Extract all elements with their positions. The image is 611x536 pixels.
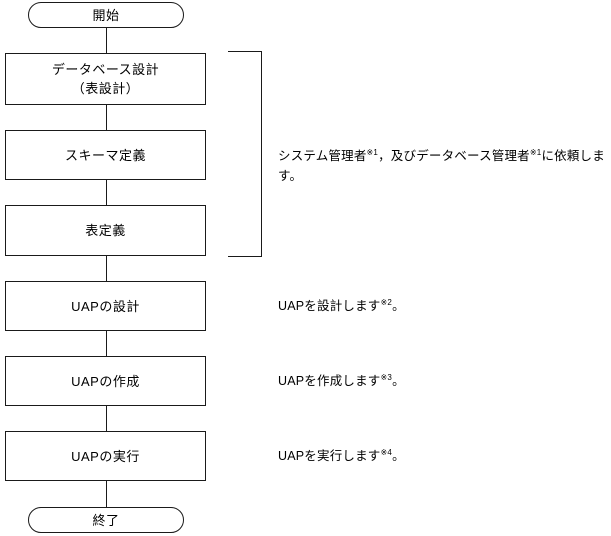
annotation-admin-note-ref-1: ※1 — [366, 147, 379, 157]
group-bracket-bottom-arm — [228, 256, 261, 257]
node-end-label-0: 終了 — [92, 512, 120, 528]
connector-db-design-to-schema-def — [106, 104, 107, 132]
annotation-uap-execute-note: UAPを実行します※4。 — [278, 446, 405, 466]
node-uap-design-label-0: UAPの設計 — [71, 298, 140, 314]
connector-schema-def-to-table-def — [106, 179, 107, 207]
node-uap-create: UAPの作成 — [5, 356, 206, 406]
node-db-design: データベース設計 （表設計） — [5, 53, 206, 105]
annotation-uap-design-note-text-2: 。 — [392, 299, 405, 313]
connector-uap-execute-to-end — [106, 480, 107, 509]
node-db-design-label-1: （表設計） — [71, 81, 140, 96]
annotation-uap-design-note-ref-1: ※2 — [380, 297, 393, 307]
node-start: 開始 — [28, 2, 184, 28]
node-uap-create-label-0: UAPの作成 — [71, 373, 140, 389]
node-uap-execute-label-0: UAPの実行 — [71, 448, 140, 464]
node-schema-def: スキーマ定義 — [5, 130, 206, 180]
annotation-admin-note-text-4: に依頼します。 — [278, 149, 605, 183]
annotation-uap-create-note-ref-1: ※3 — [380, 372, 393, 382]
connector-start-to-db-design — [106, 26, 107, 55]
annotation-uap-create-note: UAPを作成します※3。 — [278, 371, 405, 391]
annotation-uap-design-note: UAPを設計します※2。 — [278, 296, 405, 316]
node-schema-def-label-0: スキーマ定義 — [64, 147, 146, 163]
connector-table-def-to-uap-design — [106, 255, 107, 283]
annotation-uap-execute-note-text-0: UAPを実行します — [278, 449, 381, 463]
node-end: 終了 — [28, 507, 184, 533]
group-bracket-top-arm — [228, 51, 261, 52]
group-bracket-spine — [261, 51, 262, 257]
annotation-admin-note: システム管理者※1，及びデータベース管理者※1に依頼します。 — [278, 146, 611, 186]
group-bracket — [228, 51, 262, 257]
node-db-design-label-0: データベース設計 — [51, 62, 160, 77]
node-uap-execute: UAPの実行 — [5, 431, 206, 481]
node-table-def: 表定義 — [5, 205, 206, 256]
node-uap-design: UAPの設計 — [5, 281, 206, 331]
annotation-uap-create-note-text-0: UAPを作成します — [278, 374, 381, 388]
annotation-uap-create-note-text-2: 。 — [392, 374, 405, 388]
node-table-def-label-0: 表定義 — [85, 223, 126, 238]
annotation-admin-note-text-2: ，及びデータベース管理者 — [378, 149, 530, 163]
annotation-uap-design-note-text-0: UAPを設計します — [278, 299, 381, 313]
connector-uap-design-to-uap-create — [106, 330, 107, 358]
annotation-uap-execute-note-text-2: 。 — [392, 449, 405, 463]
node-start-label-0: 開始 — [92, 7, 120, 23]
annotation-admin-note-ref-3: ※1 — [529, 147, 542, 157]
annotation-admin-note-text-0: システム管理者 — [278, 149, 367, 163]
annotation-uap-execute-note-ref-1: ※4 — [380, 447, 393, 457]
connector-uap-create-to-uap-execute — [106, 405, 107, 433]
